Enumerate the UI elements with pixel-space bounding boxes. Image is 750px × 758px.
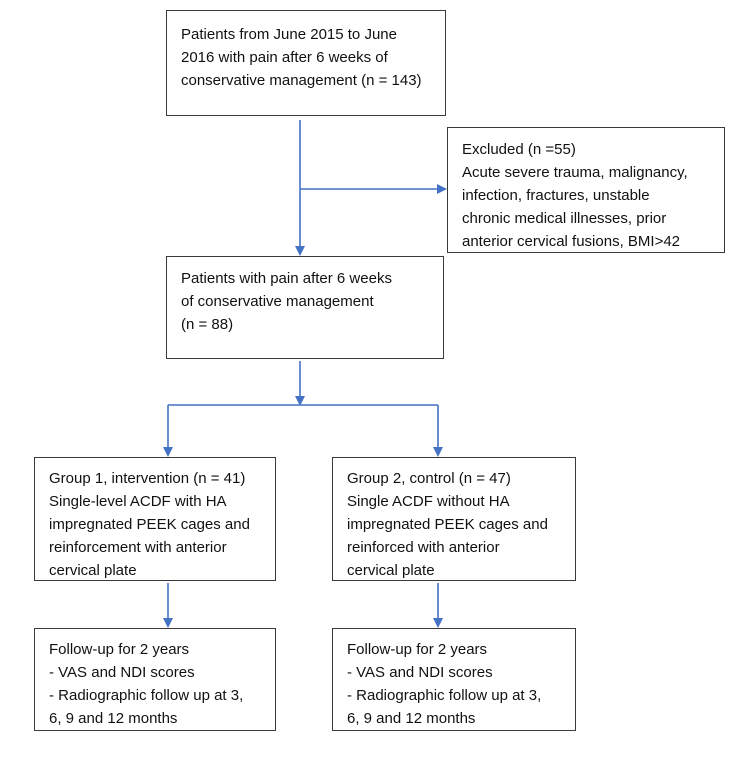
box-text-line: Follow-up for 2 years xyxy=(347,641,488,658)
box-text-line: Acute severe trauma, malignancy, xyxy=(462,164,688,181)
box-text-line: 2016 with pain after 6 weeks of xyxy=(181,49,388,66)
box-text-line: Group 1, intervention (n = 41) xyxy=(49,470,246,487)
box-text-line: 6, 9 and 12 months xyxy=(49,710,178,727)
box-text-line: Excluded (n =55) xyxy=(462,141,576,158)
screened-patients-box: Patients from June 2015 to June 2016 wit… xyxy=(166,10,446,116)
group2-control-box: Group 2, control (n = 47) Single ACDF wi… xyxy=(332,457,576,581)
group1-followup-box: Follow-up for 2 years - VAS and NDI scor… xyxy=(34,628,276,731)
box-text-line: Group 2, control (n = 47) xyxy=(347,470,511,487)
box-text-line: reinforced with anterior xyxy=(347,539,500,556)
box-text-line: impregnated PEEK cages and xyxy=(49,516,250,533)
box-text-line: chronic medical illnesses, prior xyxy=(462,210,667,227)
box-text-line: conservative management (n = 143) xyxy=(181,72,422,89)
box-text-line: cervical plate xyxy=(347,562,435,579)
box-text-line: infection, fractures, unstable xyxy=(462,187,650,204)
box-text-line: 6, 9 and 12 months xyxy=(347,710,476,727)
box-text-line: cervical plate xyxy=(49,562,137,579)
eligible-patients-box: Patients with pain after 6 weeks of cons… xyxy=(166,256,444,359)
box-text-line: Single ACDF without HA xyxy=(347,493,510,510)
box-text-line: Patients from June 2015 to June xyxy=(181,26,397,43)
box-text-line: anterior cervical fusions, BMI>42 xyxy=(462,233,681,250)
box-text-line: - Radiographic follow up at 3, xyxy=(347,687,542,704)
group2-followup-box: Follow-up for 2 years - VAS and NDI scor… xyxy=(332,628,576,731)
excluded-box: Excluded (n =55) Acute severe trauma, ma… xyxy=(447,127,725,253)
box-text-line: of conservative management xyxy=(181,293,374,310)
box-text-line: (n = 88) xyxy=(181,316,234,333)
box-text-line: Single-level ACDF with HA xyxy=(49,493,227,510)
box-text-line: - Radiographic follow up at 3, xyxy=(49,687,244,704)
group1-intervention-box: Group 1, intervention (n = 41) Single-le… xyxy=(34,457,276,581)
box-text-line: - VAS and NDI scores xyxy=(49,664,195,681)
box-text-line: Patients with pain after 6 weeks xyxy=(181,270,392,287)
box-text-line: - VAS and NDI scores xyxy=(347,664,493,681)
box-text-line: impregnated PEEK cages and xyxy=(347,516,548,533)
box-text-line: Follow-up for 2 years xyxy=(49,641,190,658)
box-text-line: reinforcement with anterior xyxy=(49,539,227,556)
